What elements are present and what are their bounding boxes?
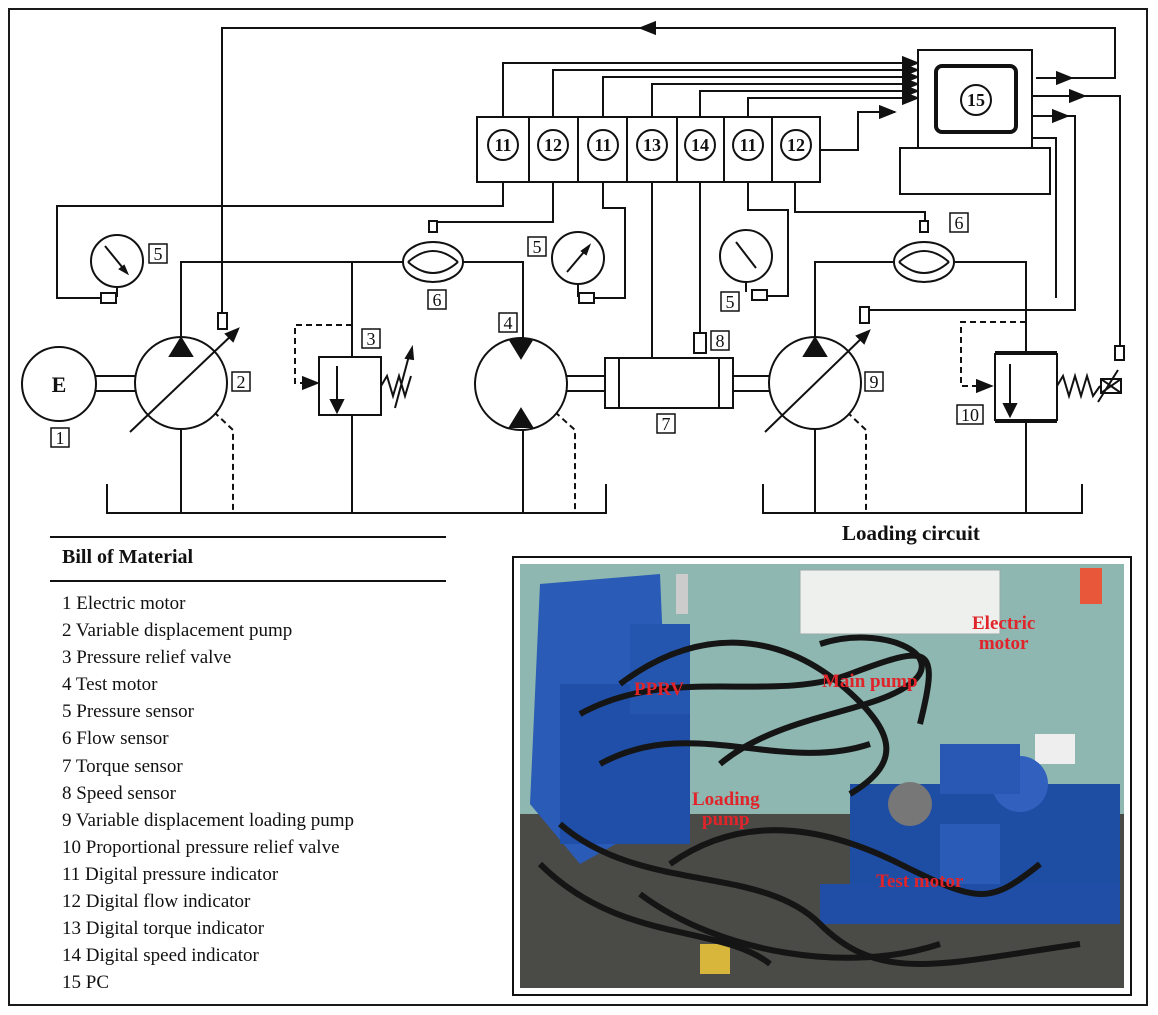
photo-label-loading-pump: Loading pump [692,789,760,830]
photo-label-electric-motor: Electric motor [972,613,1036,654]
bom-item: 14 Digital speed indicator [62,945,259,967]
loading-circuit-label: Loading circuit [842,521,980,545]
bom-item: 11 Digital pressure indicator [62,863,279,885]
variable-pump-symbol [129,312,240,433]
bom-top-rule [50,536,446,538]
bom-item: 9 Variable displacement loading pump [62,809,354,831]
label-1: 1 [56,428,65,448]
label-5b: 5 [533,237,542,257]
proportional-relief-valve-symbol [994,345,1125,423]
label-6a: 6 [433,290,442,310]
bom-item: 4 Test motor [62,674,158,696]
label-9: 9 [870,372,879,392]
bom-item: 15 PC [62,972,109,994]
svg-text:E: E [52,372,67,397]
label-10: 10 [961,405,979,425]
indicator-12a: 12 [544,135,562,155]
indicator-12b: 12 [787,135,805,155]
photo-label-test-motor: Test motor [876,871,964,892]
figure-frame [8,8,1148,1006]
test-rig-illustration [520,564,1124,988]
test-rig-photo: PPRV Main pump Electric motor Loading pu… [512,556,1132,996]
indicator-11b: 11 [594,135,611,155]
bom-item: 12 Digital flow indicator [62,891,251,913]
bom-item: 8 Speed sensor [62,782,176,804]
bom-list: 1 Electric motor 2 Variable displacement… [62,590,354,996]
bom-item: 2 Variable displacement pump [62,620,293,642]
bom-title: Bill of Material [62,546,194,568]
bom-item: 3 Pressure relief valve [62,647,232,669]
bom-item: 13 Digital torque indicator [62,918,265,940]
indicator-13: 13 [643,135,661,155]
bom-item: 1 Electric motor [62,593,186,614]
torque-sensor-symbol [604,357,734,409]
bom-bottom-rule [50,580,446,582]
pressure-relief-valve-symbol [318,344,415,416]
label-8: 8 [716,331,725,351]
label-2: 2 [237,372,246,392]
bom-item: 6 Flow sensor [62,728,169,750]
photo-label-main-pump: Main pump [822,671,918,692]
label-3: 3 [367,329,376,349]
label-5c: 5 [726,292,735,312]
flow-sensor-icon [402,220,955,283]
indicator-11a: 11 [494,135,511,155]
pressure-gauge-icon [90,229,773,304]
label-5a: 5 [154,244,163,264]
label-6b: 6 [955,213,964,233]
photo-label-pprv: PPRV [634,679,684,700]
bom-item: 7 Torque sensor [62,755,183,777]
loading-pump-symbol [764,306,871,433]
pc-icon: 15 [899,49,1051,195]
bom-item: 10 Proportional pressure relief valve [62,836,340,858]
pc-label: 15 [967,90,985,110]
indicator-panel: 11 12 11 13 14 11 12 [476,116,821,183]
speed-sensor-icon [693,332,707,354]
indicator-14: 14 [691,135,709,155]
indicator-11c: 11 [739,135,756,155]
label-7: 7 [662,414,671,434]
electric-motor-symbol: E [21,346,97,422]
test-motor-symbol [474,337,568,431]
label-4: 4 [504,313,513,333]
bom-item: 5 Pressure sensor [62,701,194,723]
